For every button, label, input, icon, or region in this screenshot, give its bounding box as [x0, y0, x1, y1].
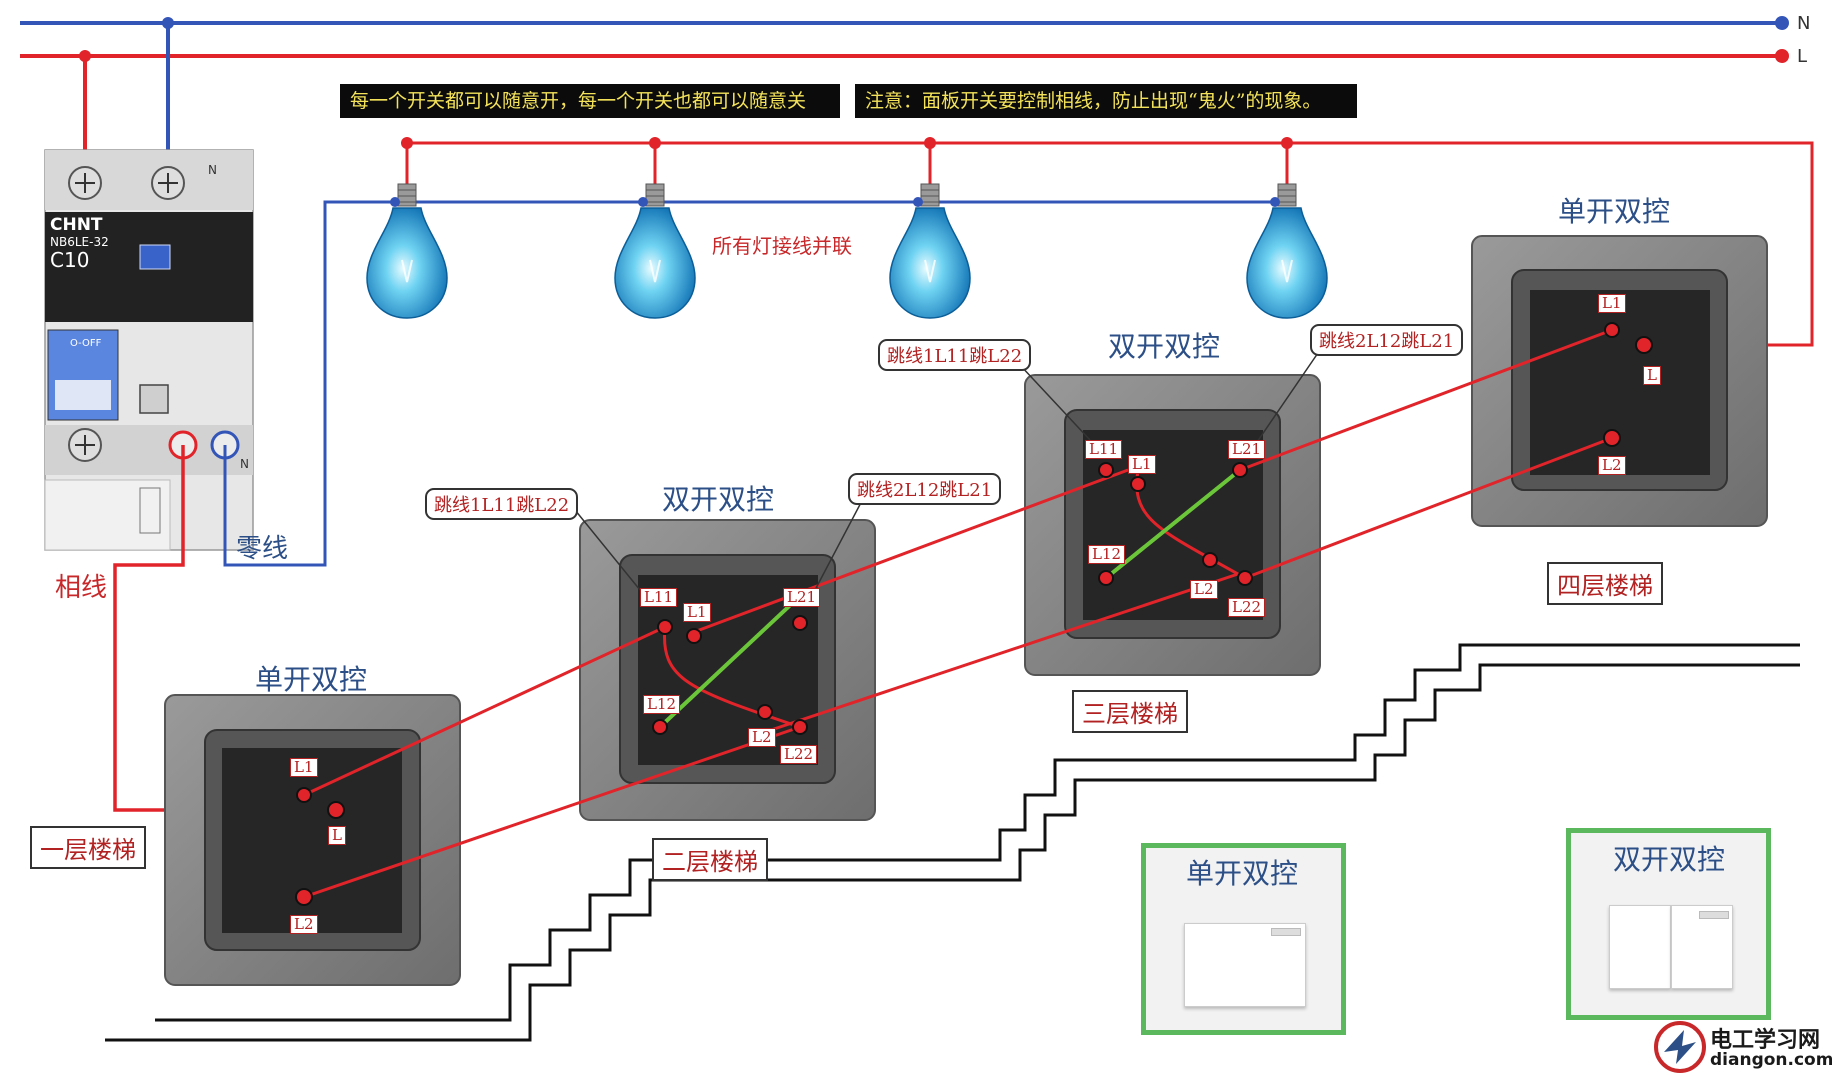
f2-term-l12: L12 [643, 695, 681, 714]
double-panel-sample [1566, 828, 1771, 1020]
floor2-label: 二层楼梯 [652, 838, 768, 881]
breaker-brand: CHNT [50, 215, 103, 235]
floor3-title: 双开双控 [1108, 330, 1221, 363]
breaker-n-mark: N [208, 163, 217, 177]
floor3-jumper-left: 跳线1L11跳L22 [878, 339, 1032, 371]
floor1-title: 单开双控 [255, 663, 368, 696]
f4-term-l: L [1643, 366, 1661, 385]
f2-term-l11: L11 [640, 588, 678, 607]
parallel-label: 所有灯接线并联 [712, 234, 852, 258]
switch-floor1 [164, 694, 461, 986]
logo-name: 电工学习网 [1710, 1028, 1821, 1053]
f3-term-l2: L2 [1190, 580, 1218, 599]
switch-floor4 [1471, 235, 1768, 527]
f3-term-l21: L21 [1228, 440, 1266, 459]
single-panel-sample [1141, 843, 1346, 1035]
floor2-title: 双开双控 [662, 483, 775, 516]
floor2-jumper-right: 跳线2L12跳L21 [848, 473, 1002, 505]
logo-url: diangon.com [1710, 1050, 1832, 1070]
lamp-1 [366, 183, 448, 319]
circuit-breaker [44, 149, 254, 551]
breaker-rating: C10 [50, 248, 90, 272]
live-bus-label: L [1797, 46, 1808, 67]
note-right: 注意：面板开关要控制相线，防止出现“鬼火”的现象。 [855, 84, 1357, 118]
breaker-n-mark-bottom: N [240, 457, 249, 471]
f4-term-l1: L1 [1598, 294, 1626, 313]
floor1-label: 一层楼梯 [30, 826, 146, 869]
f4-term-l2: L2 [1598, 456, 1626, 475]
f1-term-l: L [328, 826, 346, 845]
f3-term-l11: L11 [1085, 440, 1123, 459]
lamp-2 [614, 183, 696, 319]
f3-term-l22: L22 [1228, 598, 1266, 617]
logo-mark [1654, 1021, 1706, 1073]
breaker-off-label: O-OFF [70, 338, 102, 349]
f3-term-l12: L12 [1088, 545, 1126, 564]
live-wire-label: 相线 [55, 573, 108, 603]
f1-term-l2: L2 [290, 915, 318, 934]
f2-term-l22: L22 [780, 745, 818, 764]
f2-term-l21: L21 [783, 588, 821, 607]
neutral-wire-label: 零线 [236, 534, 289, 564]
traveller-wires [303, 328, 1613, 899]
note-left: 每一个开关都可以随意开，每一个开关也都可以随意关 [340, 84, 840, 118]
breaker-model: NB6LE-32 [50, 235, 109, 249]
floor4-title: 单开双控 [1558, 195, 1671, 228]
floor4-label: 四层楼梯 [1547, 562, 1663, 605]
stair-outline [105, 643, 1800, 1042]
floor2-jumper-left: 跳线1L11跳L22 [425, 488, 579, 520]
lamp-3 [889, 183, 971, 319]
neutral-bus-label: N [1797, 13, 1811, 34]
f2-term-l1: L1 [683, 603, 711, 622]
floor3-jumper-right: 跳线2L12跳L21 [1310, 324, 1464, 356]
green-jumpers [658, 468, 1242, 729]
single-panel-title: 单开双控 [1186, 857, 1299, 890]
double-panel-title: 双开双控 [1613, 843, 1726, 876]
terminal-dots [295, 322, 1653, 906]
lamp-4 [1246, 183, 1328, 319]
f1-term-l1: L1 [290, 758, 318, 777]
f2-term-l2: L2 [748, 728, 776, 747]
floor3-label: 三层楼梯 [1072, 690, 1188, 733]
f3-term-l1: L1 [1128, 455, 1156, 474]
switch-floor2 [579, 519, 876, 821]
